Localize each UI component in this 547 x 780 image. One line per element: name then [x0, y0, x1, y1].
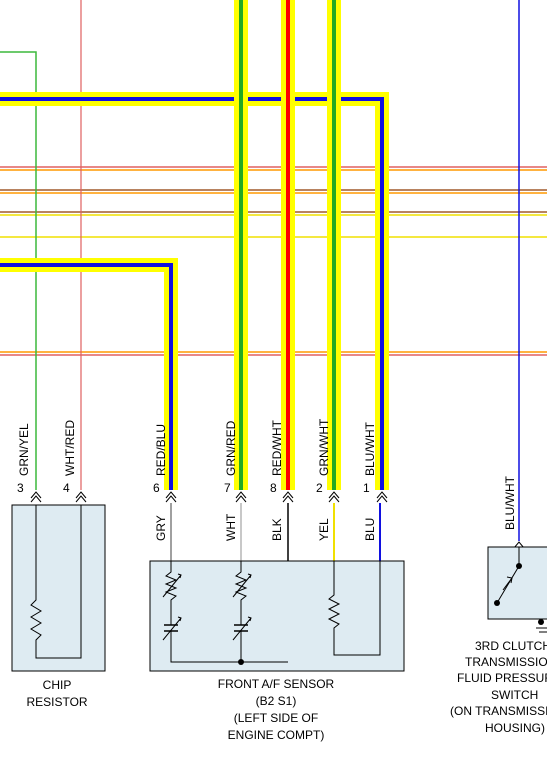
chip-resistor — [11, 504, 106, 672]
clutch-pressure-switch — [487, 546, 547, 633]
horizontal-bus-lines — [0, 166, 547, 356]
junction-dot — [238, 659, 244, 665]
terminal-7-icon — [235, 491, 247, 503]
pin-numbers: 3 4 6 7 8 2 1 — [17, 481, 370, 495]
lead-label-blk: BLK — [270, 518, 284, 541]
wire-label-grn-yel: GRN/YEL — [17, 423, 31, 476]
wire-blu-wht-highlighted — [0, 92, 389, 490]
af-sensor-caption-line4: ENGINE COMPT) — [228, 728, 325, 742]
lead-label-blu: BLU — [363, 518, 377, 541]
pin-number-6: 6 — [153, 481, 160, 495]
af-sensor — [149, 560, 405, 672]
sensor-element-1-icon — [164, 561, 178, 625]
af-sensor-caption-line1: FRONT A/F SENSOR — [218, 677, 335, 691]
switch-caption-line1: 3RD CLUTCH — [475, 639, 547, 653]
af-sensor-caption-line3: (LEFT SIDE OF — [234, 711, 318, 725]
connector-terminals — [30, 491, 525, 549]
component-captions: CHIP RESISTOR FRONT A/F SENSOR (B2 S1) (… — [26, 639, 547, 742]
terminal-4-icon — [75, 491, 87, 503]
switch-caption-line6: HOUSING) — [485, 721, 545, 735]
switch-caption-line2: TRANSMISSION — [465, 655, 547, 669]
wire-label-grn-wht: GRN/WHT — [317, 418, 331, 476]
wire-label-grn-red: GRN/RED — [224, 420, 238, 476]
switch-contact-icon — [496, 565, 520, 604]
terminal-1-icon — [376, 491, 388, 503]
pin-number-7: 7 — [224, 481, 231, 495]
wire-grn-yel — [0, 51, 37, 490]
pin-number-1: 1 — [363, 481, 370, 495]
terminal-switch-icon — [513, 541, 525, 549]
wire-label-red-blu: RED/BLU — [154, 424, 168, 476]
ground-icon — [538, 619, 544, 625]
af-sensor-box — [149, 560, 405, 672]
wire-label-wht-red: WHT/RED — [63, 420, 77, 476]
chip-resistor-caption-line2: RESISTOR — [26, 695, 87, 709]
switch-caption-line4: SWITCH — [491, 688, 538, 702]
sensor-lead-labels: GRY WHT BLK YEL BLU — [154, 513, 377, 541]
pin-number-8: 8 — [270, 481, 277, 495]
chip-resistor-box — [11, 504, 106, 672]
chip-resistor-symbol-icon — [30, 505, 82, 659]
chip-resistor-caption-line1: CHIP — [43, 678, 72, 692]
pin-number-4: 4 — [63, 481, 70, 495]
lead-label-yel: YEL — [317, 518, 331, 541]
af-sensor-caption-line2: (B2 S1) — [256, 694, 297, 708]
switch-caption-line5: (ON TRANSMISSION — [450, 704, 547, 718]
terminal-6-icon — [165, 491, 177, 503]
pin-number-2: 2 — [316, 481, 323, 495]
wire-label-blu-wht: BLU/WHT — [363, 421, 377, 476]
lead-label-wht: WHT — [224, 513, 238, 541]
wire-label-switch-blu-wht: BLU/WHT — [503, 475, 517, 530]
switch-box — [487, 546, 547, 620]
wire-label-red-wht: RED/WHT — [270, 419, 284, 476]
wire-labels: GRN/YEL WHT/RED RED/BLU GRN/RED RED/WHT … — [17, 418, 517, 530]
terminal-2-icon — [328, 491, 340, 503]
heater-element-icon — [327, 561, 381, 656]
terminal-8-icon — [282, 491, 294, 503]
sensor-element-2-icon — [234, 561, 248, 625]
lead-label-gry: GRY — [154, 515, 168, 541]
wire-red-blu-highlighted — [0, 258, 178, 490]
switch-caption-line3: FLUID PRESSURE — [457, 671, 547, 685]
pin-number-3: 3 — [17, 481, 24, 495]
terminal-3-icon — [30, 491, 42, 503]
